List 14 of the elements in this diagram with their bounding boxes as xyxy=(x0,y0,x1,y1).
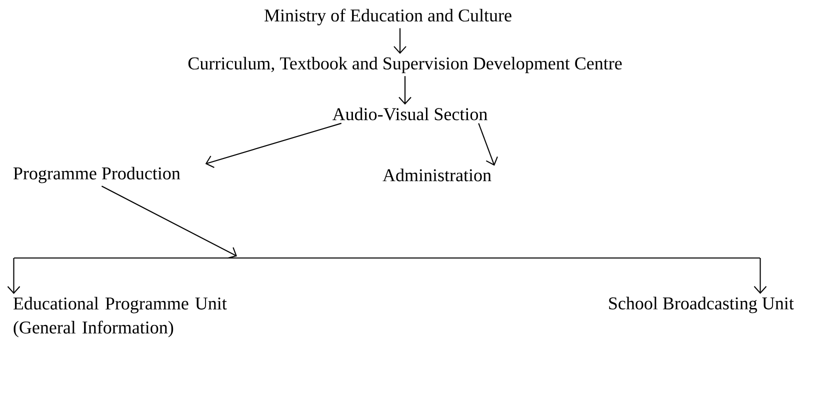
node-text: School Broadcasting Unit xyxy=(609,296,794,314)
arrow xyxy=(7,258,20,294)
node-text: Curriculum, Textbook and Supervision Development Centre xyxy=(188,56,622,74)
arrow xyxy=(754,258,767,294)
arrow xyxy=(398,76,412,105)
node-text: Administration xyxy=(382,168,492,182)
node-text: Educational Programme Unit (General Information) xyxy=(13,296,227,338)
node-text: Programme Production xyxy=(13,166,180,184)
arrow xyxy=(205,122,342,168)
node-text: Audio-Visual Section xyxy=(332,108,488,120)
arrow xyxy=(394,28,406,54)
arrow xyxy=(478,123,498,166)
arrow xyxy=(101,186,237,259)
heading-text: Ministry of Education and Culture xyxy=(264,8,512,26)
